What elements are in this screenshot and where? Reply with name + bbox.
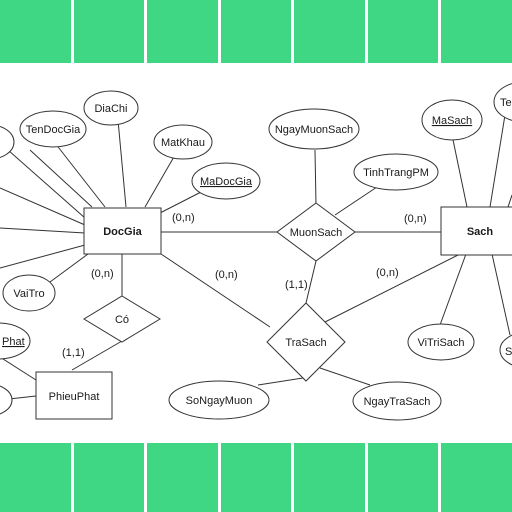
connector-line bbox=[314, 149, 317, 206]
banner-tile bbox=[220, 443, 292, 512]
attribute-s: S bbox=[499, 334, 512, 366]
entity-docgia: DocGia bbox=[83, 207, 162, 255]
attribute-maphat: Phat bbox=[0, 322, 31, 360]
attribute-vitrisach: ViTriSach bbox=[407, 323, 475, 361]
attribute-partial-ellipse bbox=[0, 126, 15, 158]
cardinality-label: (1,1) bbox=[285, 279, 308, 291]
entity-label: PhieuPhat bbox=[49, 391, 100, 403]
connector-line bbox=[0, 244, 86, 269]
connector-line bbox=[0, 227, 86, 234]
attribute-label: SoNgayMuon bbox=[186, 395, 253, 407]
banner-tile bbox=[73, 443, 145, 512]
attribute-label-key: Phat bbox=[2, 336, 25, 348]
relationship-label: TraSach bbox=[285, 337, 326, 349]
attribute-songaymuon: SoNgayMuon bbox=[168, 380, 270, 420]
connector-line bbox=[305, 260, 317, 304]
connector-line bbox=[160, 253, 271, 328]
attribute-diachi: DiaChi bbox=[83, 90, 139, 126]
banner-tile bbox=[147, 0, 218, 63]
connector-line bbox=[71, 340, 123, 371]
connector-line bbox=[489, 114, 506, 208]
banner-tile bbox=[0, 443, 71, 512]
entity-label: DocGia bbox=[103, 226, 142, 238]
banner-tile bbox=[441, 443, 512, 512]
relationship-label: MuonSach bbox=[290, 227, 343, 239]
connector-line bbox=[49, 253, 89, 283]
attribute-masach: MaSach bbox=[421, 99, 483, 141]
banner-tile bbox=[0, 0, 71, 63]
top-banner bbox=[0, 0, 512, 68]
bottom-banner bbox=[0, 440, 512, 512]
attribute-label: ViTriSach bbox=[417, 337, 464, 349]
banner-tile bbox=[367, 443, 439, 512]
cardinality-label: (0,n) bbox=[404, 213, 427, 225]
connector-line bbox=[54, 142, 106, 208]
connector-line bbox=[491, 253, 511, 336]
attribute-madocgia: MaDocGia bbox=[191, 162, 261, 200]
connector-line bbox=[29, 149, 93, 208]
relationship-muonsach: MuonSach bbox=[276, 202, 356, 262]
entity-label: Sach bbox=[467, 226, 494, 238]
connector-lines bbox=[0, 114, 512, 401]
connector-line bbox=[144, 154, 176, 208]
connector-line bbox=[334, 184, 381, 216]
banner-tile bbox=[220, 0, 292, 63]
connector-line bbox=[117, 119, 127, 208]
attribute-ngaytrasach: NgayTraSach bbox=[352, 381, 442, 421]
attribute-label: VaiTro bbox=[13, 288, 44, 300]
attribute-label-key: MaSach bbox=[432, 115, 472, 127]
entity-sach: Sach bbox=[440, 206, 512, 256]
banner-tile bbox=[73, 0, 145, 63]
attribute-matkhau: MatKhau bbox=[153, 124, 213, 160]
cardinality-label: (1,1) bbox=[62, 347, 85, 359]
banner-tile bbox=[294, 0, 365, 63]
cardinality-label: (0,n) bbox=[172, 212, 195, 224]
attribute-label: S bbox=[505, 346, 512, 358]
attribute-label: DiaChi bbox=[94, 103, 127, 115]
banner-tile bbox=[294, 443, 365, 512]
attribute-label: TinhTrangPM bbox=[363, 167, 429, 179]
connector-line bbox=[257, 377, 304, 386]
relationship-co: Có bbox=[83, 295, 161, 343]
attribute-label: MatKhau bbox=[161, 137, 205, 149]
connector-line bbox=[0, 142, 86, 219]
attribute-label: NgayMuonSach bbox=[275, 124, 353, 136]
connector-line bbox=[324, 253, 461, 323]
attribute-ngaymuonsach: NgayMuonSach bbox=[268, 108, 360, 150]
entity-phieuphat: PhieuPhat bbox=[35, 371, 113, 420]
attribute-tinhtrangpm: TinhTrangPM bbox=[353, 153, 439, 191]
cardinality-label: (0,n) bbox=[376, 267, 399, 279]
attribute-label: NgayTraSach bbox=[364, 396, 431, 408]
attribute-label: Ten bbox=[500, 97, 512, 109]
cardinality-label: (0,n) bbox=[91, 268, 114, 280]
connector-line bbox=[319, 367, 371, 386]
attribute-tendocgia: TenDocGia bbox=[19, 110, 87, 148]
attribute-ten: Ten bbox=[493, 83, 512, 121]
connector-line bbox=[451, 134, 468, 208]
banner-tile bbox=[441, 0, 512, 63]
connector-line bbox=[0, 187, 86, 226]
connector-line bbox=[159, 189, 206, 214]
attribute-partial-ellipse bbox=[0, 385, 13, 415]
cardinality-label: (0,n) bbox=[215, 269, 238, 281]
relationship-label: Có bbox=[115, 314, 129, 326]
banner-tile bbox=[367, 0, 439, 63]
connector-line bbox=[0, 356, 37, 381]
banner-tile bbox=[147, 443, 218, 512]
attribute-vaitro: VaiTro bbox=[2, 274, 56, 312]
connector-line bbox=[439, 253, 467, 326]
relationship-trasach: TraSach bbox=[266, 302, 346, 382]
attribute-label: TenDocGia bbox=[26, 124, 81, 136]
attribute-label-key: MaDocGia bbox=[200, 176, 253, 188]
er-diagram: TenDocGia DiaChi MatKhau MaDocGia VaiTro… bbox=[0, 83, 512, 421]
